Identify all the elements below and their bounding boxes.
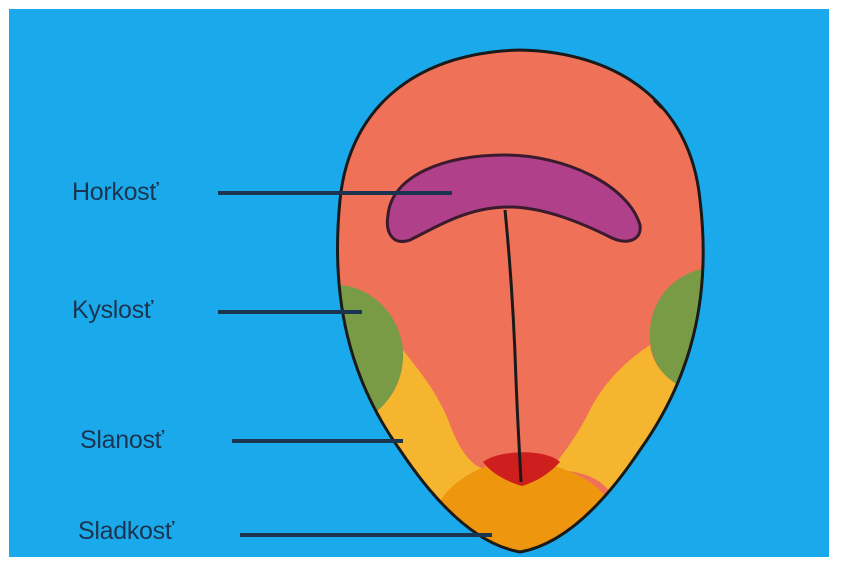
label-sour: Kyslosť	[72, 296, 153, 325]
label-bitter: Horkosť	[72, 178, 158, 207]
label-sweet: Sladkosť	[78, 517, 174, 546]
label-salty: Slanosť	[80, 426, 164, 455]
